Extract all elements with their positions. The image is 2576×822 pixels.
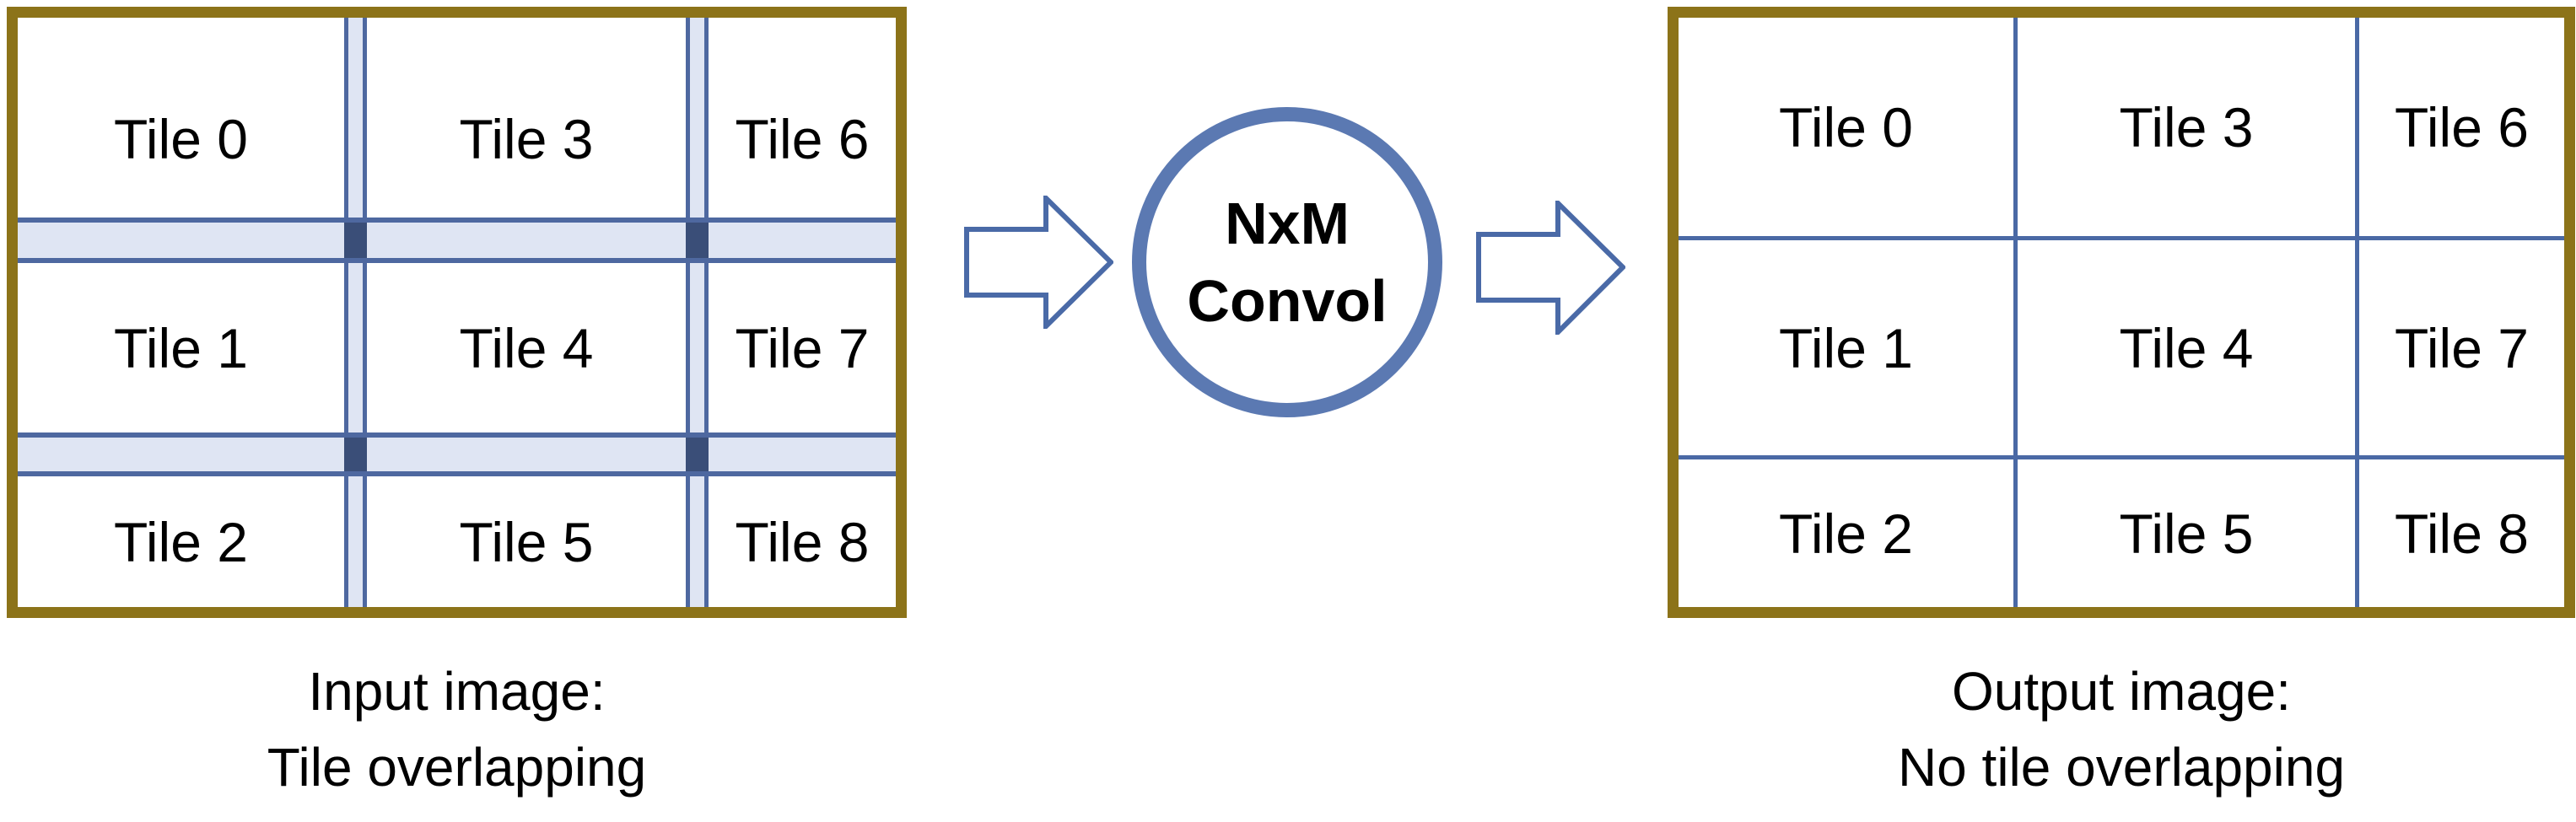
tile-label: Tile 1 [1779, 316, 1913, 379]
tile-label: Tile 1 [114, 316, 248, 379]
output-tile-1: Tile 1 [1679, 240, 2013, 455]
input-tile-6: Tile 6 [709, 18, 896, 218]
output-tile-7: Tile 7 [2359, 240, 2564, 455]
input-image-grid: Tile 0 Tile 3 Tile 6 Tile 1 Tile 4 Tile … [7, 7, 907, 618]
grid-line-horizontal-1 [1679, 236, 2564, 240]
overlap-band-vertical-1 [344, 18, 367, 607]
tile-label: Tile 5 [2119, 502, 2254, 565]
tile-label: Tile 5 [459, 510, 594, 573]
convolution-label-line1: NxM [1225, 191, 1350, 256]
output-tile-6: Tile 6 [2359, 18, 2564, 236]
tile-label: Tile 3 [459, 107, 594, 170]
tile-label: Tile 0 [1779, 95, 1913, 158]
tile-label: Tile 7 [2395, 316, 2529, 379]
output-caption-line2: No tile overlapping [1897, 737, 2346, 798]
tile-label: Tile 0 [114, 107, 248, 170]
grid-line-vertical-1 [2013, 18, 2018, 607]
output-caption-line1: Output image: [1952, 661, 2291, 722]
output-grid-caption: Output image: No tile overlapping [1668, 653, 2575, 805]
input-tile-8: Tile 8 [709, 476, 896, 607]
input-grid-caption: Input image: Tile overlapping [7, 653, 907, 805]
tile-label: Tile 2 [114, 510, 248, 573]
input-tile-1: Tile 1 [18, 263, 344, 432]
input-tile-3: Tile 3 [367, 18, 686, 218]
input-tile-2: Tile 2 [18, 476, 344, 607]
grid-line-horizontal-2 [1679, 455, 2564, 459]
output-tile-0: Tile 0 [1679, 18, 2013, 236]
input-caption-line2: Tile overlapping [267, 737, 647, 798]
overlap-intersection [686, 438, 709, 471]
overlap-intersection [344, 438, 367, 471]
output-tile-4: Tile 4 [2018, 240, 2355, 455]
input-tile-4: Tile 4 [367, 263, 686, 432]
overlap-band-horizontal-2 [18, 432, 896, 476]
overlap-intersection [686, 223, 709, 258]
input-caption-line1: Input image: [308, 661, 606, 722]
overlap-band-vertical-2 [686, 18, 709, 607]
output-tile-2: Tile 2 [1679, 459, 2013, 607]
overlap-intersection [344, 223, 367, 258]
tile-label: Tile 8 [735, 510, 870, 573]
tile-label: Tile 2 [1779, 502, 1913, 565]
overlap-band-horizontal-1 [18, 218, 896, 263]
grid-line-vertical-2 [2355, 18, 2359, 607]
input-tile-5: Tile 5 [367, 476, 686, 607]
tile-label: Tile 7 [735, 316, 870, 379]
input-tile-7: Tile 7 [709, 263, 896, 432]
output-tile-3: Tile 3 [2018, 18, 2355, 236]
output-tile-8: Tile 8 [2359, 459, 2564, 607]
tile-label: Tile 6 [2395, 95, 2529, 158]
tile-label: Tile 4 [459, 316, 594, 379]
arrow-right-icon [1476, 201, 1625, 335]
arrow-right-icon [964, 196, 1113, 329]
tile-label: Tile 8 [2395, 502, 2529, 565]
input-tile-0: Tile 0 [18, 18, 344, 218]
tile-label: Tile 4 [2119, 316, 2254, 379]
convolution-label-line2: Convol [1187, 268, 1388, 334]
output-image-grid: Tile 0 Tile 3 Tile 6 Tile 1 Tile 4 Tile … [1668, 7, 2575, 618]
tile-label: Tile 3 [2119, 95, 2254, 158]
output-tile-5: Tile 5 [2018, 459, 2355, 607]
tile-label: Tile 6 [735, 107, 870, 170]
convolution-node: NxM Convol [1132, 107, 1442, 417]
